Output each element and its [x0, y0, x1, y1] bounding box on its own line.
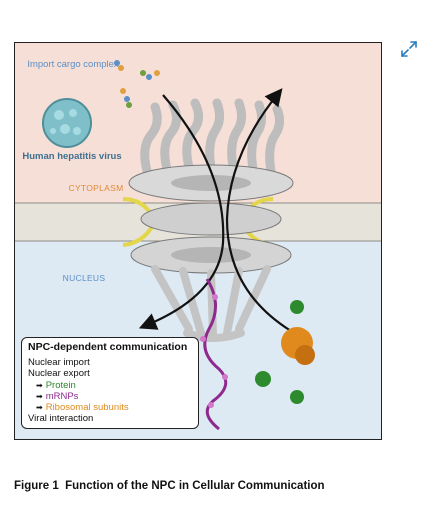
import-arrow — [138, 94, 225, 330]
caption-number: Figure 1 — [14, 480, 59, 492]
legend-protein: Protein — [45, 379, 76, 391]
cargo-complex-icons — [114, 60, 160, 108]
label-cytoplasm: CYTOPLASM — [68, 183, 124, 193]
expand-arrows-icon[interactable] — [400, 40, 418, 58]
legend-nuclear-import: Nuclear import — [28, 357, 90, 369]
label-import-cargo: Import cargo complex — [27, 59, 119, 70]
protein-icons — [255, 300, 304, 404]
legend-viral: Viral interaction — [28, 413, 94, 425]
export-arrow — [225, 88, 292, 332]
mrnp-proteins — [200, 294, 228, 408]
caption-title: Function of the NPC in Cellular Communic… — [65, 480, 325, 492]
legend-protein-row: ➡Protein — [28, 380, 192, 391]
npc-illustration — [15, 43, 381, 439]
legend-nuclear-export: Nuclear export — [28, 368, 90, 380]
legend-ribosomal-row: ➡Ribosomal subunits — [28, 402, 192, 413]
label-nucleus: NUCLEUS — [62, 273, 106, 283]
virus-icon — [42, 98, 92, 148]
legend-mrnps-row: ➡mRNPs — [28, 391, 192, 402]
figure-panel: Import cargo complex Human hepatitis vir… — [14, 42, 382, 440]
arrow-right-icon: ➡ — [36, 391, 43, 401]
legend-ribosomal: Ribosomal subunits — [45, 402, 129, 414]
arrow-right-icon: ➡ — [36, 380, 43, 390]
npc-scaffold — [128, 164, 294, 274]
mrnp-strand — [203, 278, 228, 431]
cytoplasmic-filaments — [140, 98, 285, 176]
arrow-right-icon: ➡ — [36, 403, 43, 413]
figure-caption: Figure 1 Function of the NPC in Cellular… — [14, 480, 325, 492]
legend-title: NPC-dependent communication — [28, 341, 188, 353]
legend-box: NPC-dependent communication Nuclear impo… — [21, 337, 199, 429]
label-virus: Human hepatitis virus — [22, 151, 122, 162]
ribosomal-subunit-icon — [281, 327, 315, 365]
legend-mrnps: mRNPs — [45, 390, 79, 402]
